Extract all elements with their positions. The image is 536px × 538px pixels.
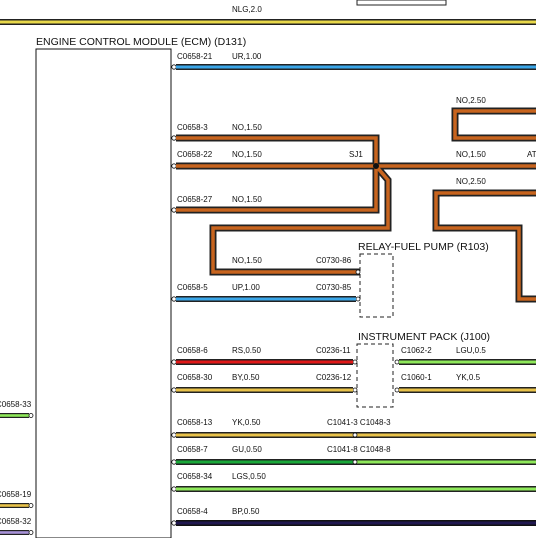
- relay-box: [359, 253, 394, 318]
- ip-out-pin-1: [394, 359, 400, 365]
- inline-connector-8: C1041-8 C1048-8: [327, 445, 391, 454]
- wire-no22-pin: C0658-22: [177, 150, 213, 159]
- orange-network: [176, 107, 536, 303]
- wire-yk-spec: YK,0.50: [232, 418, 261, 427]
- wire-up-pin: C0658-5: [177, 283, 208, 292]
- wire-up: [176, 296, 356, 302]
- left-pin-32: [28, 530, 34, 535]
- ecm-title: ENGINE CONTROL MODULE (ECM) (D131): [36, 36, 246, 48]
- instrument-pack-title: INSTRUMENT PACK (J100): [358, 331, 490, 343]
- wire-yk-pin: C0658-13: [177, 418, 213, 427]
- relay-title: RELAY-FUEL PUMP (R103): [358, 241, 489, 253]
- inline-conn-3-pin: [352, 432, 358, 438]
- ip-out-pin-2: [394, 387, 400, 393]
- wire-no22-spec: NO,1.50: [232, 150, 262, 159]
- wire-no27-spec: NO,1.50: [232, 195, 262, 204]
- instrument-pack-box: [356, 343, 394, 408]
- relay-pin-86: [355, 269, 361, 275]
- ip-pin-11: [352, 359, 358, 365]
- right-label-no-a: NO,2.50: [456, 96, 486, 105]
- wire-by-spec: BY,0.50: [232, 373, 260, 382]
- wire-lgs-spec: LGS,0.50: [232, 472, 266, 481]
- ip-out-1-spec: LGU,0.5: [456, 346, 486, 355]
- left-wire-32: [0, 530, 29, 535]
- wire-lgs: [176, 486, 536, 492]
- left-pin-19: [28, 503, 34, 508]
- wire-ur: [176, 64, 536, 70]
- ip-pin-11-label: C0236-11: [316, 346, 351, 355]
- wire-rs-pin: C0658-6: [177, 346, 208, 355]
- wire-yk-out: [399, 387, 536, 393]
- wire-bp-spec: BP,0.50: [232, 507, 260, 516]
- ip-out-2-pin: C1060-1: [401, 373, 432, 382]
- left-pin-33: [28, 413, 34, 418]
- left-pin-32-label: C0658-32: [0, 517, 32, 526]
- wire-up-spec: UP,1.00: [232, 283, 260, 292]
- splice-dot: [373, 163, 379, 169]
- left-wire-33: [0, 413, 29, 418]
- wire-rs: [176, 359, 353, 365]
- inline-connector-3: C1041-3 C1048-3: [327, 418, 391, 427]
- splice-label: SJ1: [349, 150, 363, 159]
- wire-by: [176, 387, 353, 393]
- wire-ur-pin: C0658-21: [177, 52, 213, 61]
- ip-out-2-spec: YK,0.5: [456, 373, 481, 382]
- relay-feed-spec: NO,1.50: [232, 256, 262, 265]
- right-label-no-c: NO,2.50: [456, 177, 486, 186]
- top-component-box: [356, 0, 447, 6]
- ecm-pins: [171, 64, 177, 526]
- relay-pin-86-label: C0730-86: [316, 256, 352, 265]
- ip-pin-12-label: C0236-12: [316, 373, 352, 382]
- inline-conn-8-pin: [352, 459, 358, 465]
- ip-pin-12: [352, 387, 358, 393]
- wire-lgu: [399, 359, 536, 365]
- wire-gu: [176, 459, 536, 465]
- top-wire-label: NLG,2.0: [232, 5, 262, 14]
- left-pin-33-label: C0658-33: [0, 400, 32, 409]
- ip-out-1-pin: C1062-2: [401, 346, 432, 355]
- wire-no3-pin: C0658-3: [177, 123, 208, 132]
- right-label-at: AT: [527, 150, 536, 159]
- ecm-box: [35, 48, 172, 538]
- wire-by-pin: C0658-30: [177, 373, 213, 382]
- left-pin-19-label: C0658-19: [0, 490, 32, 499]
- wire-no3-spec: NO,1.50: [232, 123, 262, 132]
- right-label-no-b: NO,1.50: [456, 150, 486, 159]
- wire-no27-pin: C0658-27: [177, 195, 213, 204]
- top-bus-wire: [0, 19, 536, 25]
- wire-gu-spec: GU,0.50: [232, 445, 262, 454]
- wire-bp: [176, 520, 536, 526]
- left-wire-19: [0, 503, 29, 508]
- wire-gu-pin: C0658-7: [177, 445, 208, 454]
- wire-bp-pin: C0658-4: [177, 507, 208, 516]
- wire-rs-spec: RS,0.50: [232, 346, 261, 355]
- relay-pin-85-label: C0730-85: [316, 283, 352, 292]
- relay-pin-85: [355, 296, 361, 302]
- wire-lgs-pin: C0658-34: [177, 472, 213, 481]
- wire-ur-spec: UR,1.00: [232, 52, 262, 61]
